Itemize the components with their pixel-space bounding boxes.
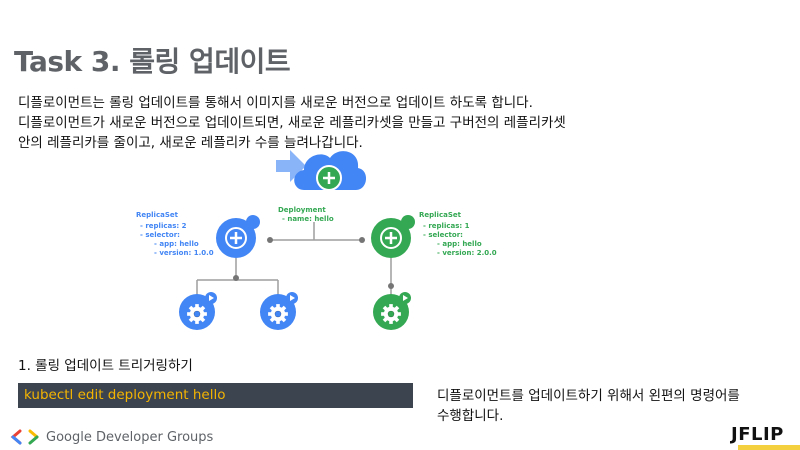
step-label: 1. 롤링 업데이트 트리거링하기 [18, 358, 193, 374]
replicaset-old-line: - selector: [140, 231, 180, 239]
pod-gear-icon [260, 292, 298, 330]
replicaset-new-icon [371, 215, 415, 258]
gdg-brand-text: Google Developer Groups [46, 429, 214, 445]
gdg-branding: Google Developer Groups [10, 428, 213, 446]
deployment-title: Deployment [278, 206, 326, 214]
replicaset-old-icon [216, 215, 260, 258]
connector-lines [196, 222, 392, 296]
slide-title: Task 3. 롤링 업데이트 [14, 45, 291, 78]
replicaset-old-line: - version: 1.0.0 [154, 249, 214, 257]
replicaset-new-line: - selector: [423, 231, 463, 239]
pod-gear-icon [373, 292, 411, 330]
replicaset-new-line: - app: hello [437, 240, 482, 248]
deployment-spec: - name: hello [282, 215, 334, 223]
replicaset-new-line: - replicas: 1 [423, 222, 470, 230]
description-line: 디플로이먼트는 롤링 업데이트를 통해서 이미지를 새로운 버전으로 업데이트 … [18, 95, 533, 111]
pod-gear-icon [179, 292, 217, 330]
command-note: 디플로이먼트를 업데이트하기 위해서 왼편의 명령어를 수행합니다. [437, 386, 787, 426]
description: 디플로이먼트는 롤링 업데이트를 통해서 이미지를 새로운 버전으로 업데이트 … [18, 93, 658, 153]
replicaset-old-title: ReplicaSet [136, 211, 179, 219]
jflip-logo: JFLIP [731, 424, 784, 445]
jflip-accent-bar [738, 445, 800, 450]
replicaset-old-line: - replicas: 2 [140, 222, 187, 230]
note-line: 수행합니다. [437, 408, 504, 424]
deployment-cloud-icon [276, 150, 367, 191]
gdg-chevrons-icon [10, 429, 39, 445]
description-line: 디플로이먼트가 새로운 버전으로 업데이트되면, 새로운 레플리카셋을 만들고 … [18, 115, 566, 131]
command-box[interactable]: kubectl edit deployment hello [18, 383, 413, 408]
note-line: 디플로이먼트를 업데이트하기 위해서 왼편의 명령어를 [437, 388, 740, 404]
description-line: 안의 레플리카를 줄이고, 새로운 레플리카 수를 늘려나갑니다. [18, 135, 363, 151]
replicaset-old-line: - app: hello [154, 240, 199, 248]
replicaset-new-title: ReplicaSet [419, 211, 462, 219]
replicaset-new-line: - version: 2.0.0 [437, 249, 497, 257]
